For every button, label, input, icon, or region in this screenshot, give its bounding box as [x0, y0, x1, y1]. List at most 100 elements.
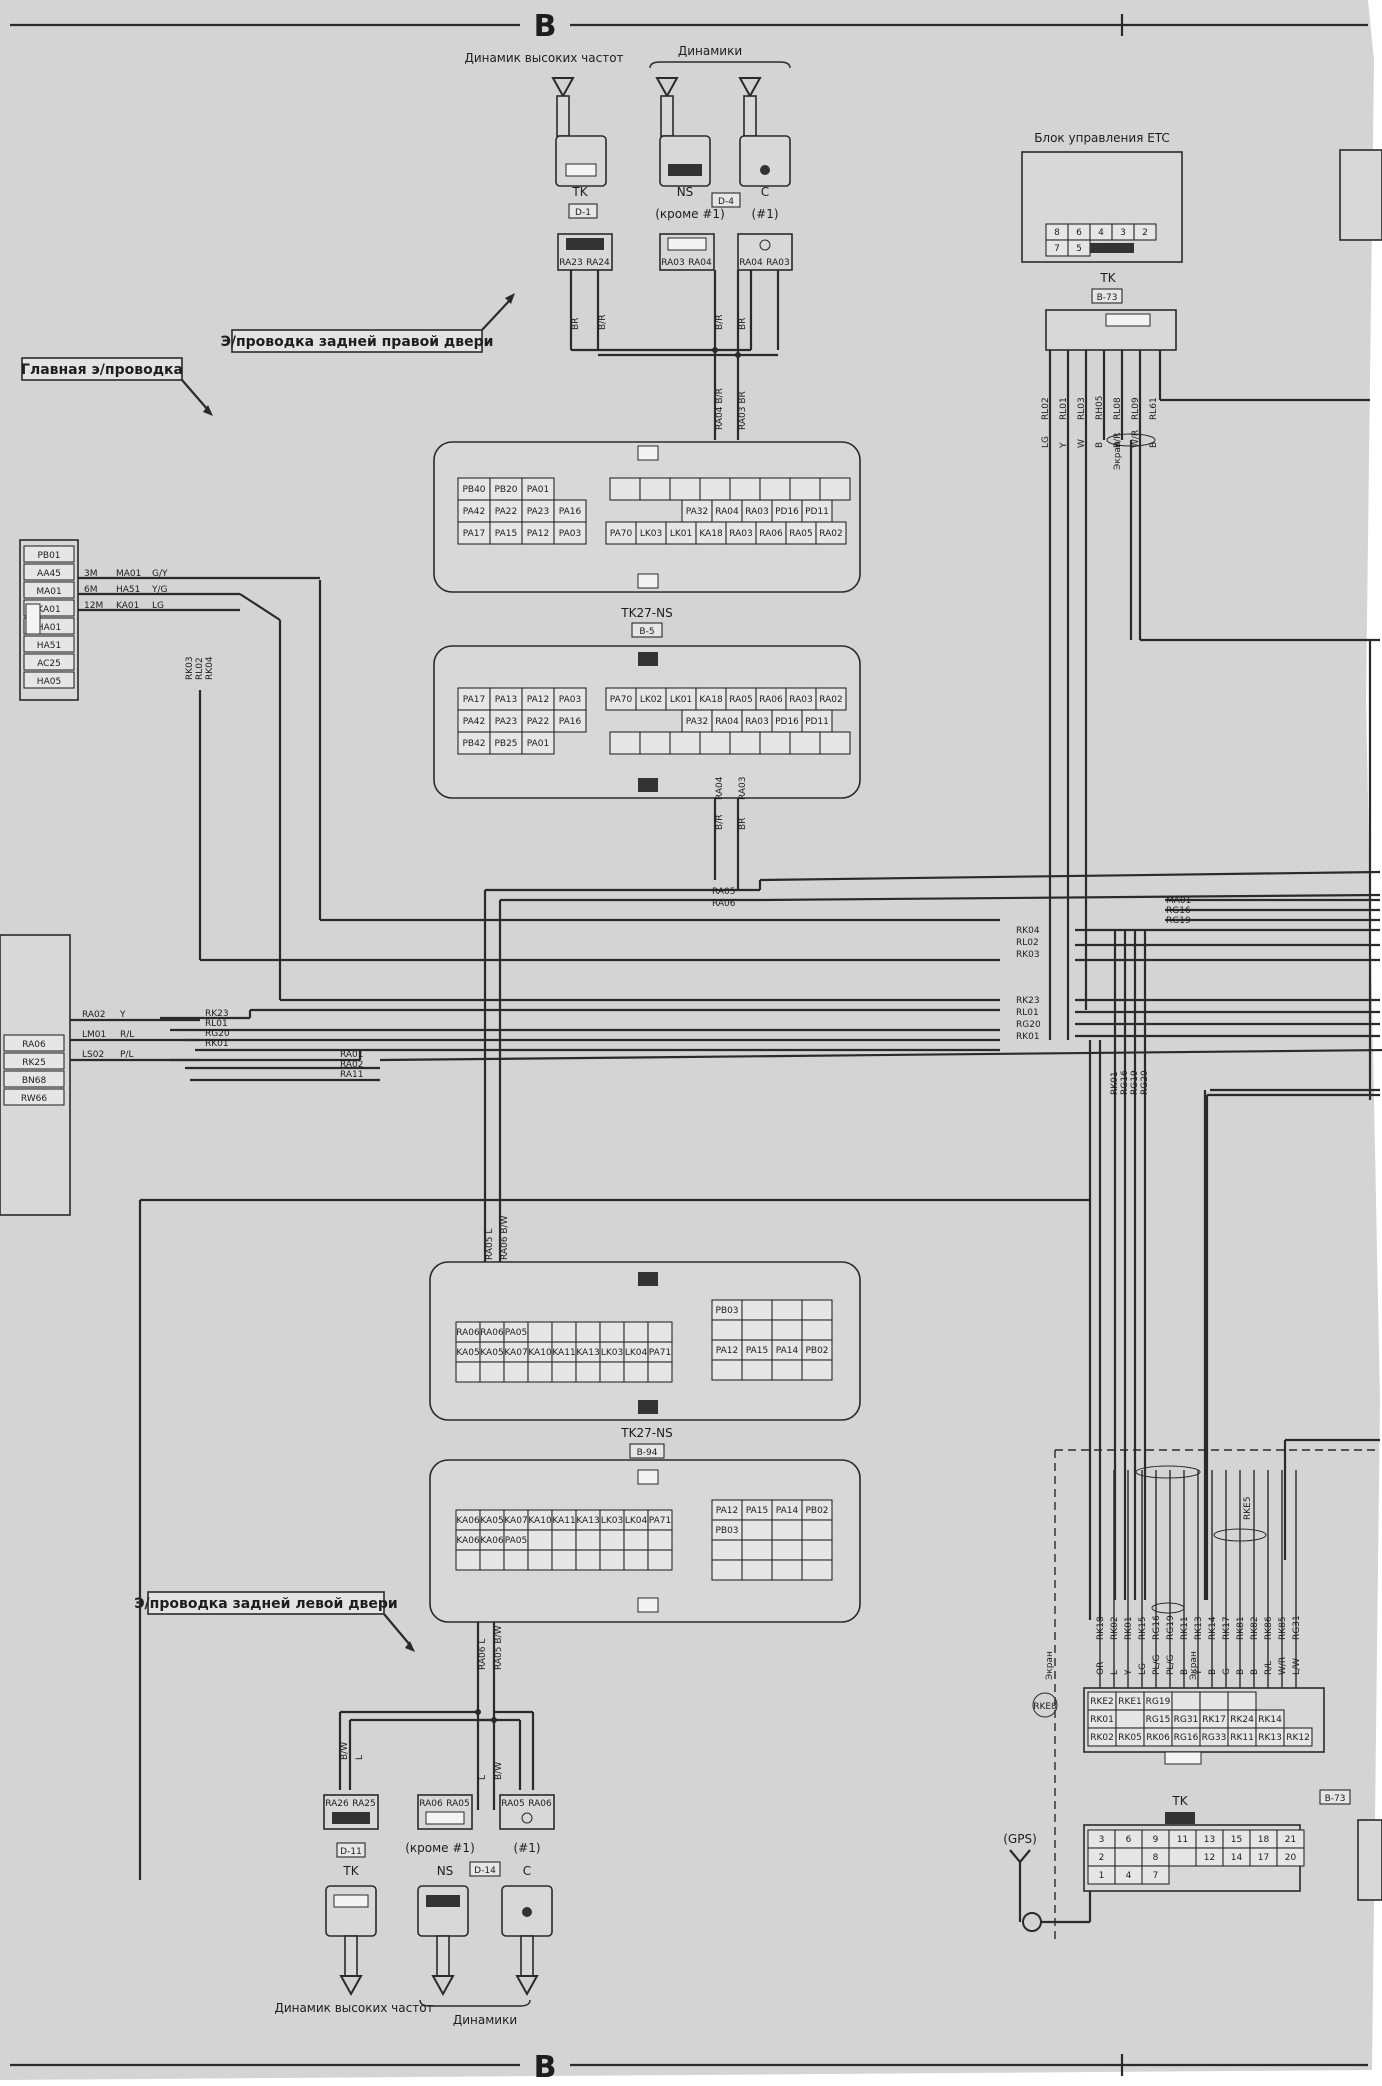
svg-text:RA24: RA24	[586, 258, 610, 268]
br-wire-color: Y	[1194, 1669, 1204, 1676]
b94-pin	[741, 1539, 773, 1561]
b94-pin-label: RA06	[480, 1328, 504, 1338]
left-wire-color: Y/G	[151, 585, 168, 595]
b5-id: B-5	[639, 627, 654, 637]
b5-pin	[759, 477, 791, 501]
b94-pin-label: PA14	[776, 1346, 799, 1356]
b5-pin-label: PA17	[463, 529, 485, 539]
br-pin-label: 9	[1153, 1835, 1159, 1845]
left-wire-id: HA51	[116, 585, 140, 595]
b5-pin	[729, 477, 761, 501]
etc-pin-label: 4	[1098, 228, 1104, 238]
b94-pin-label: LK03	[601, 1516, 623, 1526]
b94-pin	[599, 1549, 625, 1571]
svg-text:TK: TK	[342, 1864, 359, 1878]
etc-pin-label: 3	[1120, 228, 1126, 238]
svg-text:RA03: RA03	[661, 258, 685, 268]
left-vert-id: RK04	[205, 656, 215, 680]
b94-pin-label: PA14	[776, 1506, 799, 1516]
b5-pin-label: PA03	[559, 695, 581, 705]
bottom-right-area: RK18ORRK02LRK01YRK15LGRG16PL/GRG19PL/GRK…	[1003, 1088, 1382, 1940]
b5-pin-label: PA01	[527, 739, 549, 749]
b94-pin	[575, 1549, 601, 1571]
br-pin-label: 7	[1153, 1871, 1159, 1881]
svg-text:RA05: RA05	[446, 1799, 470, 1809]
left2-wire-color: Y	[119, 1010, 126, 1020]
harness-rear-right-door: Э/проводка задней правой двери	[221, 334, 494, 350]
br-wire-color: PL/G	[1152, 1655, 1162, 1675]
b5-pin-label: RA06	[759, 695, 783, 705]
br-wire-color: B	[1236, 1669, 1246, 1675]
svg-text:RA04: RA04	[715, 776, 725, 800]
harness-rear-left-door: Э/проводка задней левой двери	[134, 1596, 397, 1612]
b94-pin-label: KA13	[576, 1516, 599, 1526]
b94-id: B-94	[637, 1448, 658, 1458]
svg-text:BR: BR	[571, 318, 581, 330]
b94-pin	[771, 1299, 803, 1321]
section-letter-top: B	[534, 9, 557, 44]
svg-text:RA04 B/R: RA04 B/R	[715, 388, 725, 430]
b94-pin-label: KA06	[456, 1516, 480, 1526]
b94-pin	[455, 1549, 481, 1571]
svg-text:NS: NS	[437, 1864, 454, 1878]
harness-main: Главная э/проводка	[21, 362, 183, 378]
svg-text:RA23: RA23	[559, 258, 583, 268]
b5-pin-label: RA03	[745, 507, 769, 517]
br-grid-cell-label: RK13	[1258, 1733, 1282, 1743]
etc-pin-label: 5	[1076, 244, 1082, 254]
svg-text:TK: TK	[571, 185, 588, 199]
br-pin-label: 11	[1177, 1835, 1188, 1845]
br-grid-cell-label: RKE1	[1118, 1697, 1142, 1707]
br-wire-id: RG31	[1292, 1615, 1302, 1640]
b5-pin-label: RA03	[789, 695, 813, 705]
br-wire-id: RK13	[1194, 1616, 1204, 1640]
br-pin-label: 15	[1231, 1835, 1242, 1845]
br-wire-color: OR	[1096, 1662, 1106, 1675]
b94-pin-label: KA07	[504, 1516, 527, 1526]
svg-text:B/R: B/R	[715, 815, 725, 830]
svg-text:RA25: RA25	[352, 1799, 376, 1809]
br-grid-cell-label: RK12	[1286, 1733, 1310, 1743]
b5-pin-label: KA18	[699, 529, 723, 539]
br-wire-color: R/L	[1264, 1661, 1274, 1675]
br-wire-color: B	[1180, 1669, 1190, 1675]
br-grid-cell	[1283, 1727, 1313, 1747]
svg-text:RA06: RA06	[419, 1799, 443, 1809]
br-pin-label: 12	[1204, 1853, 1215, 1863]
b5-pin	[819, 477, 851, 501]
b5-pin-label: RA03	[729, 529, 753, 539]
rke5-label: RKE5	[1243, 1496, 1253, 1520]
b5-pin-label: PA15	[495, 529, 517, 539]
b5-pin	[669, 477, 701, 501]
etc-wire-id: RL02	[1041, 397, 1051, 420]
br-pin	[1168, 1847, 1197, 1867]
section-letter-bottom: B	[534, 2050, 557, 2085]
br-wire-color: W/R	[1278, 1657, 1288, 1675]
b5-pin-label: RA02	[819, 695, 843, 705]
b94-pin	[801, 1559, 833, 1581]
svg-text:(#1): (#1)	[513, 1841, 540, 1855]
rk-right2-label: RL01	[1016, 1008, 1039, 1018]
speaker-c-top	[738, 77, 791, 187]
left2-cell: RA06	[22, 1040, 46, 1050]
etc-wire-id: RL01	[1059, 397, 1069, 420]
conn-d14: D-14	[474, 1866, 496, 1876]
ma-right-label: MA01	[1166, 896, 1191, 906]
left2-wire-id: LM01	[82, 1030, 106, 1040]
br-wire-id: RK85	[1278, 1616, 1288, 1640]
br-wire-id: RG19	[1166, 1615, 1176, 1640]
b94-tk: TK27-NS	[620, 1426, 672, 1440]
b94-pin-label: KA10	[528, 1516, 552, 1526]
b94-pin	[623, 1529, 649, 1551]
b94-pin-label: PA71	[649, 1516, 671, 1526]
left-wire-pin: 3M	[84, 569, 98, 579]
br-grid-cell-label: RK17	[1202, 1715, 1226, 1725]
b94-pin	[771, 1539, 803, 1561]
left-conn-cell: HA51	[37, 641, 61, 651]
b94-pin-label: KA05	[480, 1516, 503, 1526]
left2-cell: RK25	[22, 1058, 46, 1068]
b5-pin-label: PA13	[495, 695, 517, 705]
left2-wire-id: LS02	[82, 1050, 104, 1060]
